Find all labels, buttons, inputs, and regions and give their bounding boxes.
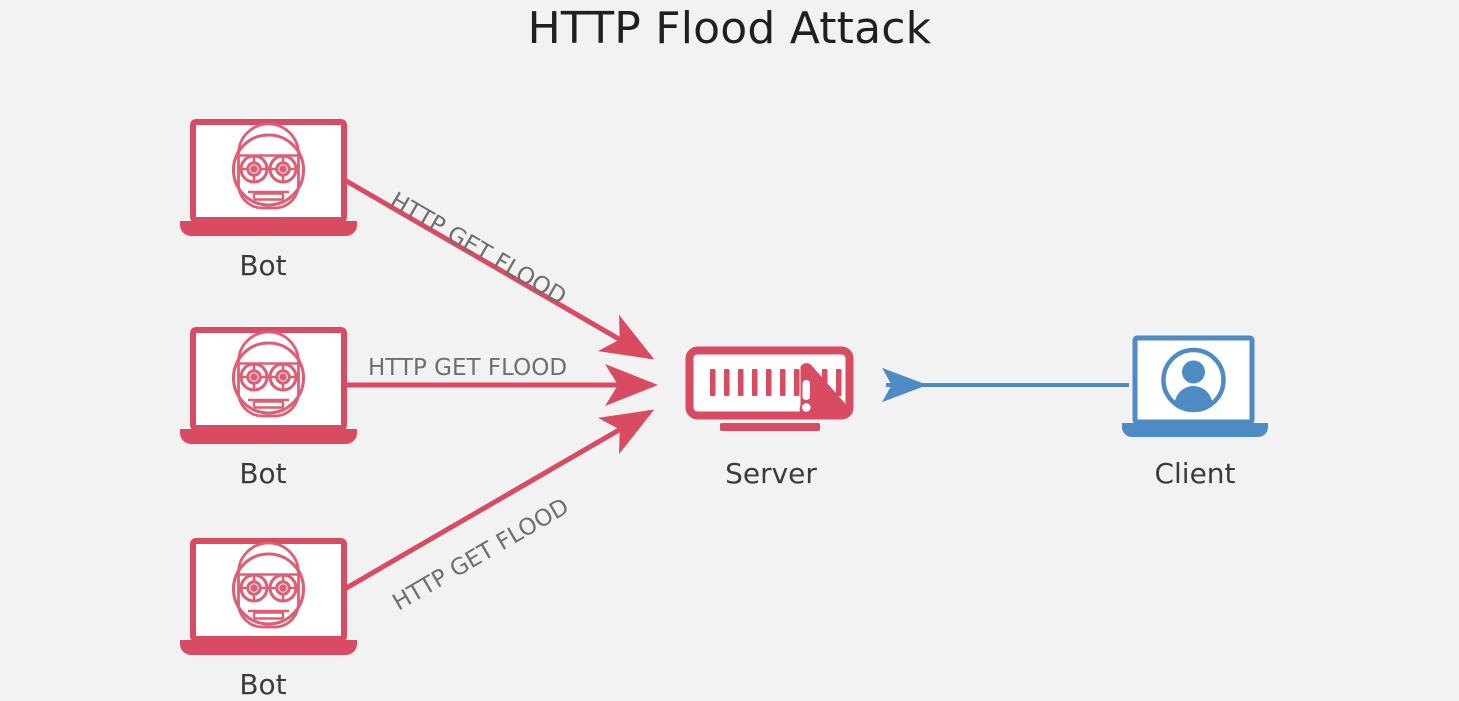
server-base — [720, 423, 820, 431]
robot-face-icon — [231, 541, 306, 629]
laptop-screen-frame — [190, 119, 347, 223]
page-title: HTTP Flood Attack — [527, 3, 932, 54]
edge-bot3-server-line — [334, 409, 655, 597]
node-label-bot-2: Bot — [239, 457, 287, 490]
user-avatar-icon — [1161, 347, 1226, 413]
node-label-server: Server — [725, 457, 817, 490]
laptop-base — [180, 429, 357, 444]
edge-label-bot2-server: HTTP GET FLOOD — [368, 355, 568, 381]
robot-face-icon — [231, 122, 306, 210]
node-label-bot-1: Bot — [239, 249, 287, 282]
robot-face-icon — [231, 330, 306, 418]
node-label-bot-3: Bot — [239, 668, 287, 701]
warning-triangle-icon — [799, 363, 848, 416]
edge-bot1-server-line — [334, 172, 655, 360]
laptop-base — [1122, 423, 1268, 437]
laptop-screen-frame — [190, 327, 347, 431]
laptop-screen-frame — [190, 538, 347, 642]
node-label-client: Client — [1154, 457, 1236, 490]
laptop-base — [180, 221, 357, 236]
laptop-base — [180, 640, 357, 655]
